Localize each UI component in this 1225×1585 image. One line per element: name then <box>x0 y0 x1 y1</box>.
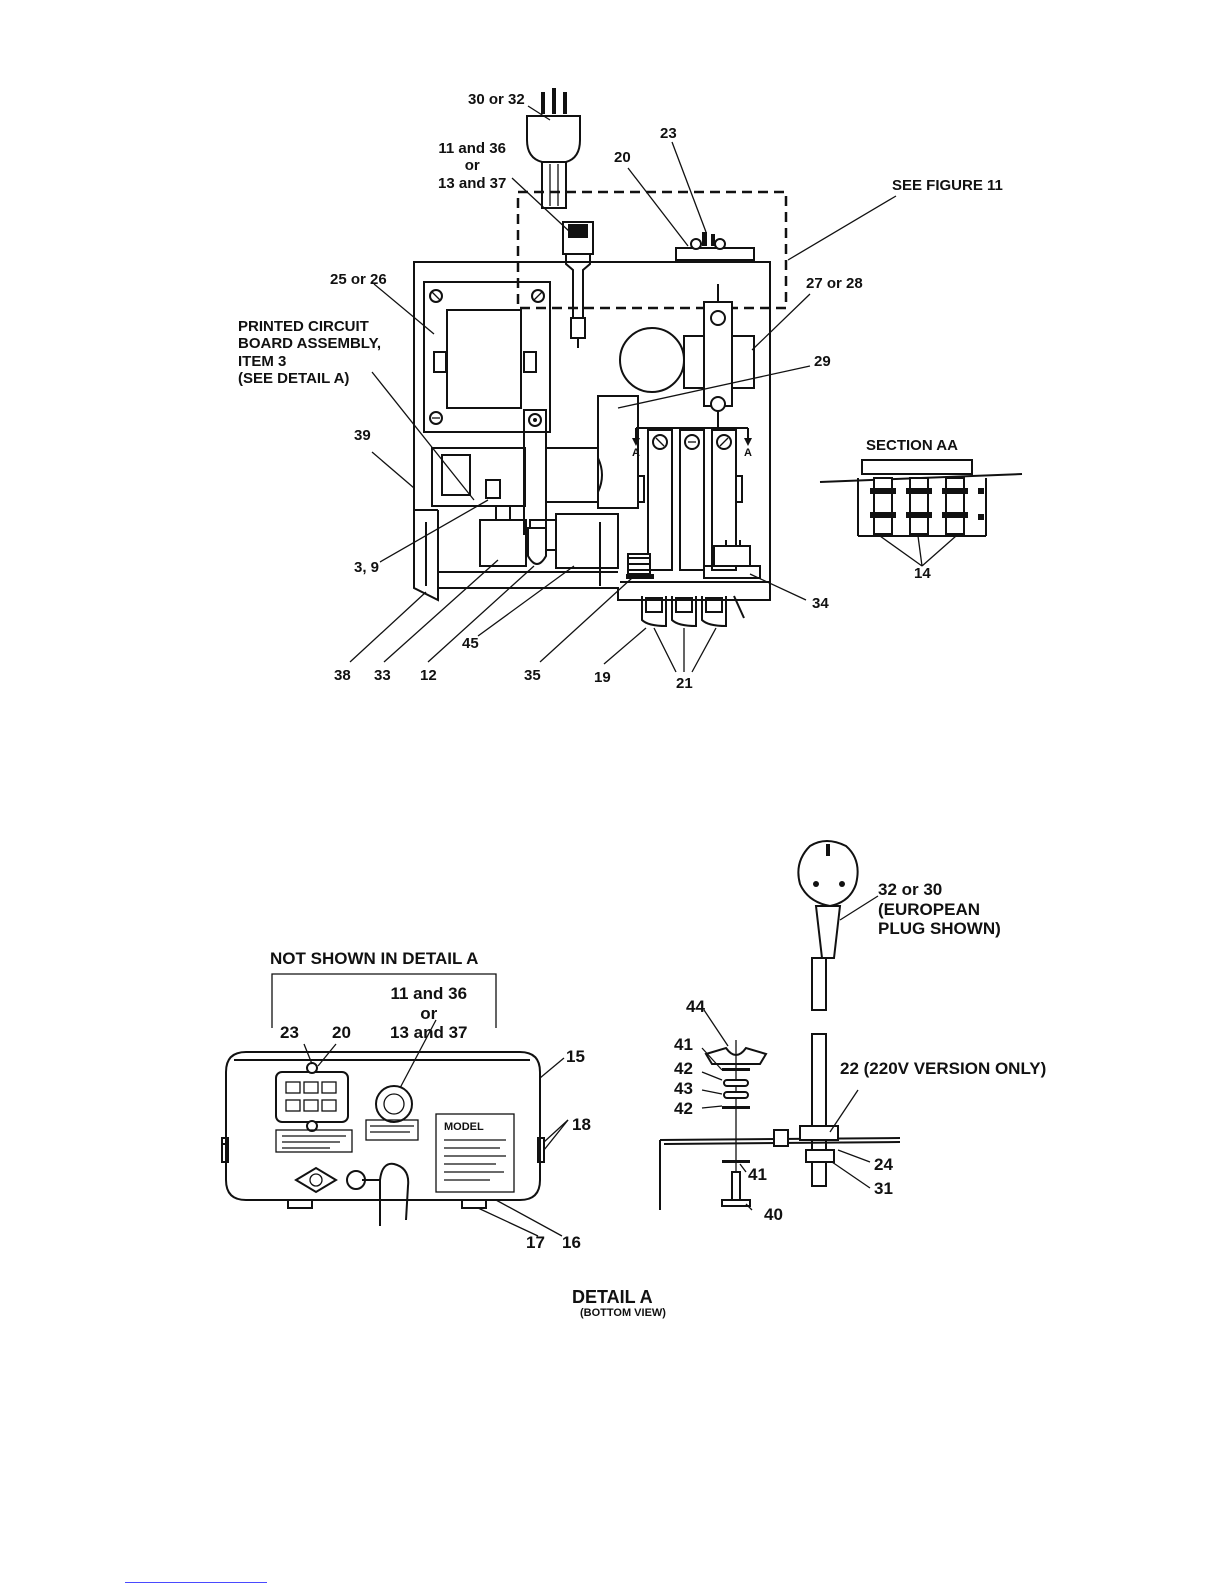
section-aa-view <box>819 459 1023 537</box>
callout-41-bottom: 41 <box>748 1165 767 1184</box>
callout-44: 44 <box>686 997 705 1016</box>
pcb-assembly-label: PRINTED CIRCUIT BOARD ASSEMBLY, ITEM 3 (… <box>238 318 382 387</box>
section-arrow-a-right: A <box>744 447 752 459</box>
callout-21: 21 <box>676 675 693 692</box>
callout-30-or-32: 30 or 32 <box>468 91 525 108</box>
model-plate-label: MODEL <box>444 1121 484 1133</box>
callout-19: 19 <box>594 669 611 686</box>
see-figure-11-label: SEE FIGURE 11 <box>892 177 1003 194</box>
callout-35: 35 <box>524 667 541 684</box>
transformer <box>423 281 551 433</box>
callout-23-detail: 23 <box>280 1023 299 1042</box>
callout-12: 12 <box>420 667 437 684</box>
callout-38: 38 <box>334 667 351 684</box>
callout-42-bottom: 42 <box>674 1099 693 1118</box>
component-29 <box>597 395 639 509</box>
callout-34: 34 <box>812 595 829 612</box>
callout-3-9: 3, 9 <box>354 559 380 576</box>
callout-32-or-30-european: 32 or 30 (EUROPEAN PLUG SHOWN) <box>878 880 1001 939</box>
callout-41-top: 41 <box>674 1035 693 1054</box>
callout-20-upper: 20 <box>614 149 631 166</box>
callout-42-top: 42 <box>674 1059 693 1078</box>
see-figure-11-dashed-box <box>516 190 788 310</box>
switch-strips <box>637 429 743 571</box>
callout-11-36-13-37-detail: 11 and 36 or 13 and 37 <box>390 984 468 1043</box>
lower-components <box>425 505 619 586</box>
callout-23-upper: 23 <box>660 125 677 142</box>
capacitor <box>545 447 603 503</box>
callout-18: 18 <box>572 1115 591 1134</box>
callout-31: 31 <box>874 1179 893 1198</box>
upper-assembly-view <box>349 88 1023 673</box>
callout-39: 39 <box>354 427 371 444</box>
section-arrow-a-left: A <box>632 447 640 459</box>
callout-20-detail: 20 <box>332 1023 351 1042</box>
callout-11-36-13-37-upper: 11 and 36 or 13 and 37 <box>438 140 507 192</box>
callout-27-or-28: 27 or 28 <box>806 275 863 292</box>
callout-16: 16 <box>562 1233 581 1252</box>
component-27-28 <box>683 284 755 430</box>
fuse-holder <box>562 221 594 348</box>
detail-a-view <box>221 973 569 1237</box>
callout-45: 45 <box>462 635 479 652</box>
upper-leader-lines <box>349 105 957 673</box>
callout-22-220v: 22 (220V VERSION ONLY) <box>840 1059 1047 1078</box>
callout-29: 29 <box>814 353 831 370</box>
detail-a-subtitle: (BOTTOM VIEW) <box>580 1307 666 1319</box>
round-indicator <box>619 327 685 393</box>
plug-mounting-view <box>659 840 901 1211</box>
detail-a-title: DETAIL A <box>572 1287 653 1307</box>
pcb-bracket <box>523 409 547 535</box>
callout-17: 17 <box>526 1233 545 1252</box>
section-aa-title: SECTION AA <box>866 437 958 454</box>
not-shown-label: NOT SHOWN IN DETAIL A <box>270 949 479 968</box>
base-and-caps <box>620 581 770 628</box>
power-plug-top <box>526 88 581 209</box>
section-line-aa <box>632 427 752 446</box>
callout-33: 33 <box>374 667 391 684</box>
callout-24: 24 <box>874 1155 893 1174</box>
callout-15: 15 <box>566 1047 585 1066</box>
knob-35 <box>626 553 654 579</box>
top-connector-20-23 <box>675 232 755 261</box>
callout-43: 43 <box>674 1079 693 1098</box>
callout-25-or-26: 25 or 26 <box>330 271 387 288</box>
callout-40: 40 <box>764 1205 783 1224</box>
callout-14: 14 <box>914 565 931 582</box>
pcb-assembly <box>431 447 526 507</box>
footer-rule <box>125 1582 267 1583</box>
